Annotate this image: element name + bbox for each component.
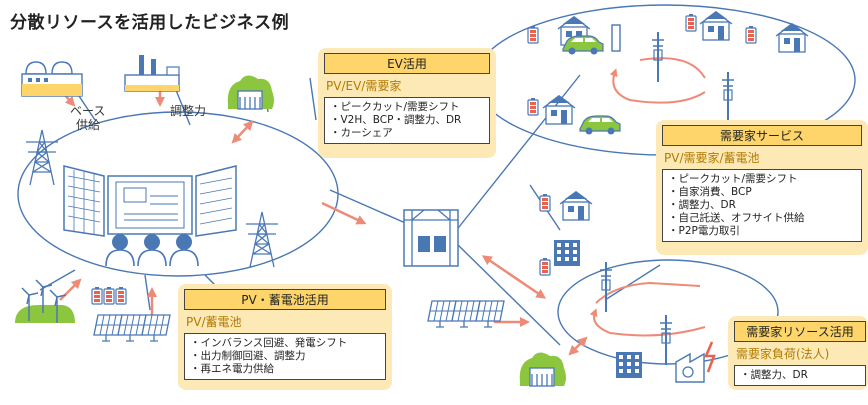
- list-item: ・V2H、BCP・調整力、DR: [330, 114, 462, 126]
- transmission-tower-icon: [245, 211, 279, 268]
- list-item: ・インバランス回避、発電シフト: [190, 337, 348, 349]
- arrow-to-substation: [321, 201, 367, 225]
- pv-box-list: ・インバランス回避、発電シフト ・出力制御回避、調整力 ・再エネ電力供給: [184, 333, 386, 380]
- label-adjust: 調整力: [170, 104, 207, 118]
- thermal-plant-icon: [124, 55, 180, 92]
- power-plant-icon: [21, 61, 83, 97]
- list-item: ・出力制御回避、調整力: [190, 350, 306, 362]
- list-item: ・調整力、DR: [668, 199, 736, 211]
- arrow-hydro: [231, 120, 254, 144]
- wind-farm-icon: [15, 279, 75, 324]
- customer-service-box: 需要家サービス PV/需要家/蓄電池 ・ピークカット/需要シフト ・自家消費、B…: [656, 120, 868, 255]
- page-title: 分散リソースを活用したビジネス例: [10, 13, 290, 33]
- list-item: ・ピークカット/需要シフト: [668, 173, 798, 185]
- customer-box-subtitle: PV/需要家/蓄電池: [664, 151, 760, 165]
- hydro-dam-icon: [227, 75, 274, 110]
- ev-community-icons: [527, 10, 809, 136]
- ev-loop-arrow: [613, 57, 706, 104]
- solar-panels-icon: [93, 314, 171, 342]
- resource-box-heading: 需要家リソース活用: [734, 321, 866, 342]
- customer-box-heading: 需要家サービス: [662, 125, 862, 146]
- resource-box: 需要家リソース活用 需要家負荷(法人) ・調整力、DR: [728, 316, 868, 390]
- pv-box-heading: PV・蓄電池活用: [184, 289, 386, 310]
- ev-box-list: ・ピークカット/需要シフト ・V2H、BCP・調整力、DR ・カーシェア: [324, 97, 490, 144]
- battery-group-icon: [91, 286, 127, 305]
- hydro-dam-icon: [519, 352, 566, 387]
- ev-box: EV活用 PV/EV/需要家 ・ピークカット/需要シフト ・V2H、BCP・調整…: [318, 48, 496, 158]
- control-center-icon: [63, 165, 237, 267]
- label-base: ベース 供給: [70, 104, 106, 132]
- resource-box-subtitle: 需要家負荷(法人): [736, 347, 830, 361]
- list-item: ・調整力、DR: [740, 369, 808, 381]
- arrow-substation-local: [481, 255, 547, 299]
- local-grid-ellipse: [557, 259, 779, 365]
- arrow-wind: [59, 278, 82, 301]
- substation-icon: [403, 209, 459, 267]
- transmission-tower-icon: [25, 129, 59, 186]
- ev-box-subtitle: PV/EV/需要家: [326, 79, 402, 93]
- local-loop-arrow: [594, 281, 706, 337]
- list-item: ・自家消費、BCP: [668, 186, 752, 198]
- customer-box-list: ・ピークカット/需要シフト ・自家消費、BCP ・調整力、DR ・自己託送、オフ…: [662, 169, 862, 242]
- list-item: ・P2P電力取引: [668, 225, 740, 237]
- ev-box-heading: EV活用: [324, 53, 490, 74]
- factory-icon: [675, 341, 716, 383]
- pv-box-subtitle: PV/蓄電池: [186, 315, 242, 329]
- resource-box-list: ・調整力、DR: [734, 365, 866, 386]
- arrow-hydro-local: [568, 336, 588, 356]
- pv-battery-box: PV・蓄電池活用 PV/蓄電池 ・インバランス回避、発電シフト ・出力制御回避、…: [178, 284, 392, 390]
- list-item: ・再エネ電力供給: [190, 363, 274, 375]
- list-item: ・自己託送、オフサイト供給: [668, 212, 805, 224]
- central-grid-ellipse: [17, 111, 339, 277]
- list-item: ・ピークカット/需要シフト: [330, 101, 460, 113]
- list-item: ・カーシェア: [330, 127, 393, 139]
